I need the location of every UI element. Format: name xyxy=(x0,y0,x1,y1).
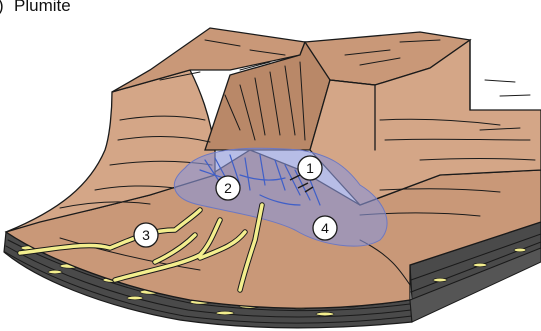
label-3: 3 xyxy=(134,223,158,247)
label-4: 4 xyxy=(313,216,337,240)
label-1: 1 xyxy=(298,156,322,180)
label-2: 2 xyxy=(216,176,240,200)
diagram-caption: ) Plumite xyxy=(0,0,71,15)
label-1-text: 1 xyxy=(306,160,314,176)
label-4-text: 4 xyxy=(321,220,329,236)
caption-marker: ) xyxy=(0,0,4,15)
label-3-text: 3 xyxy=(142,227,150,243)
label-2-text: 2 xyxy=(224,180,232,196)
caption-title: Plumite xyxy=(14,0,71,15)
